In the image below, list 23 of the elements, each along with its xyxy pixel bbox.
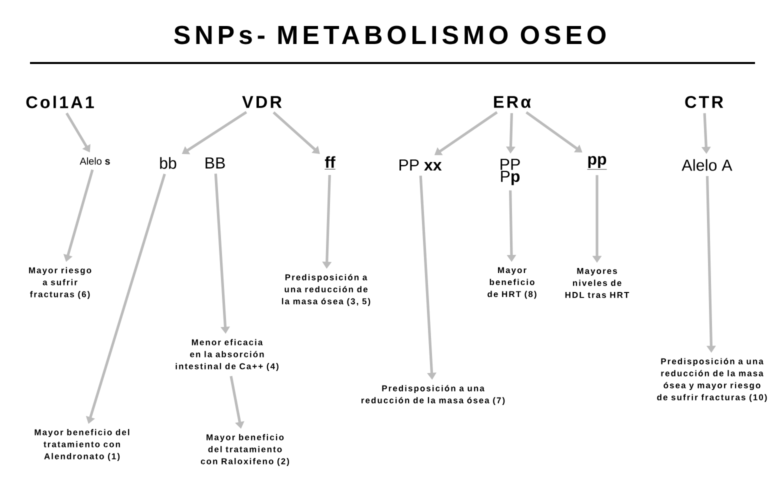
effect-text: Mayores niveles de HDL tras HRT: [565, 268, 630, 298]
genotype-label: Alelo A: [682, 159, 732, 171]
gene-label: CTR: [685, 96, 724, 108]
gene-label: Col1A1: [26, 96, 94, 108]
effect-text: Mayor beneficio del tratamiento con Alendronato (1): [34, 429, 130, 461]
genotype-label: pp: [587, 156, 607, 170]
gene-label: VDR: [242, 96, 282, 108]
allele-label: Alelo s: [80, 157, 110, 165]
gene-label: ERα: [494, 96, 531, 108]
arrow: [272, 111, 320, 154]
effect-text: Mayor beneficio del tratamiento con Raloxifeno (2): [200, 434, 289, 466]
genotype-label: BB: [206, 158, 225, 168]
effect-text: Mayor beneficio de HRT (8): [488, 267, 536, 299]
title: SNPs- METABOLISMO OSEO: [174, 26, 606, 44]
genotype-label: PP xx: [400, 160, 442, 170]
genotype-label: PP Pp: [500, 158, 520, 186]
effect-text: Predisposición a una reducción de la masa ósea (3, 5): [282, 274, 370, 306]
effect-text: Predisposición a una reducción de la masa ósea (7): [362, 385, 505, 405]
effect-text: Menor eficacia en la absorción intestinal de Ca++ (4): [176, 339, 278, 371]
genotype-label: bb: [160, 157, 176, 169]
genotype-label: ff: [324, 156, 336, 170]
effect-text: Mayor riesgo a sufrir fracturas (6): [29, 267, 92, 299]
effect-text: Predisposición a una reducción de la masa ósea y mayor riesgo de sufrir fracturas (10): [657, 358, 767, 402]
